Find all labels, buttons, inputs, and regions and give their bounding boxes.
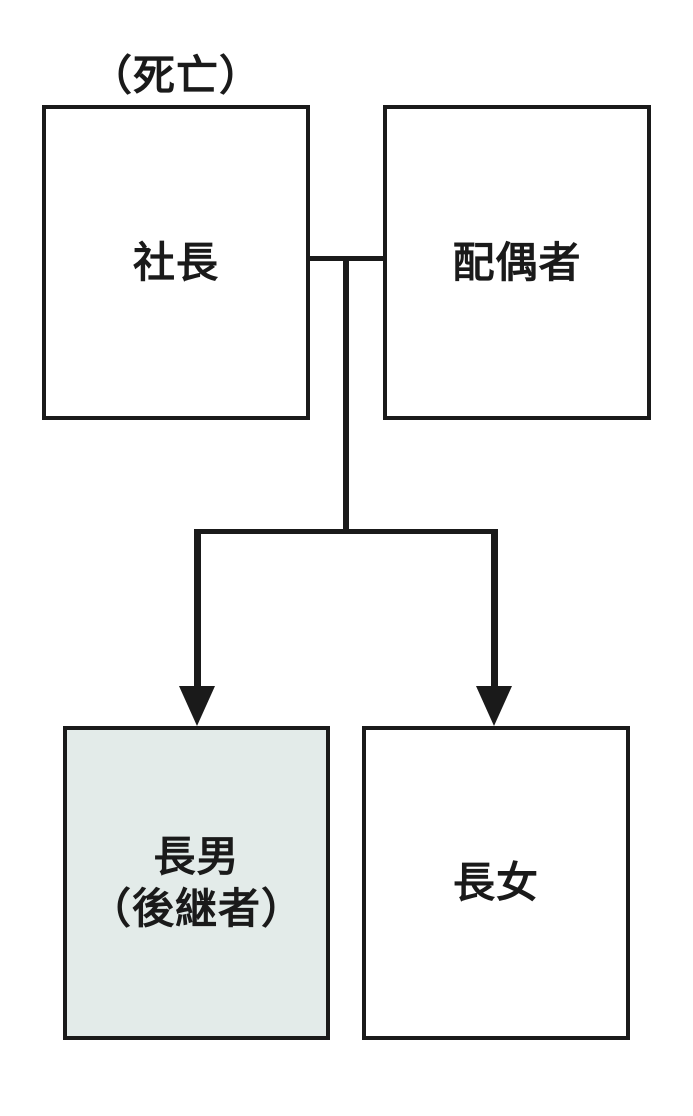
children-branch-line (194, 529, 498, 534)
arrow-down-to-son-icon (179, 686, 215, 726)
node-eldest-son-label-line2: （後継者） (88, 885, 304, 932)
node-eldest-daughter: 長女 (362, 726, 630, 1040)
node-eldest-daughter-label: 長女 (452, 859, 539, 906)
arrow-down-to-daughter-icon (476, 686, 512, 726)
daughter-drop-line (491, 529, 498, 689)
node-eldest-son-label-line1: 長男 (153, 833, 240, 880)
node-spouse-label: 配偶者 (452, 238, 582, 286)
node-spouse: 配偶者 (383, 105, 651, 420)
node-eldest-son-successor: 長男 （後継者） (63, 726, 330, 1040)
node-president-label: 社長 (132, 238, 219, 286)
son-drop-line (194, 529, 201, 689)
node-president: 社長 (42, 105, 310, 420)
deceased-annotation: （死亡） (89, 52, 262, 99)
descent-trunk-line (343, 258, 349, 534)
